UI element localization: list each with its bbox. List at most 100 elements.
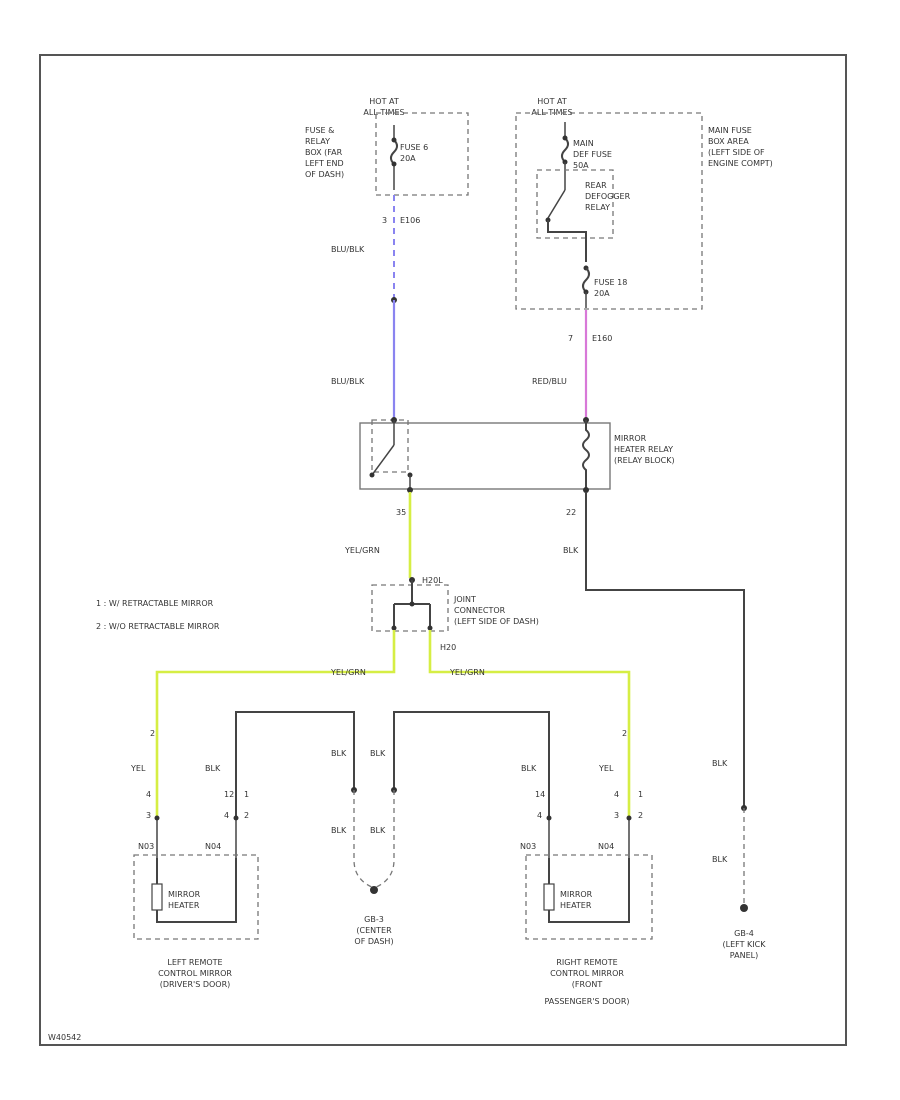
fuse-box-left-2: RELAY xyxy=(305,137,330,146)
joint-connector-1: JOINT xyxy=(453,595,476,604)
main-fuse-box-4: ENGINE COMPT) xyxy=(708,159,773,168)
wire-blk-label-right: BLK xyxy=(521,764,537,773)
pin-left-6: 2 xyxy=(244,811,249,820)
pin-7-label: 7 xyxy=(568,334,573,343)
pin-left-3: 12 xyxy=(224,790,234,799)
fuse-box-left-4: LEFT END xyxy=(305,159,344,168)
ground-center-2: (CENTER xyxy=(356,926,392,935)
hot-label-left-1: HOT AT xyxy=(369,97,399,106)
pin-left-yel: 2 xyxy=(150,729,155,738)
left-mirror-3: (DRIVER'S DOOR) xyxy=(160,980,231,989)
pin-left-5: 1 xyxy=(244,790,249,799)
relay-label-2: HEATER RELAY xyxy=(614,445,673,454)
fuse-box-left-1: FUSE & xyxy=(305,126,334,135)
pin-left-2: 3 xyxy=(146,811,151,820)
wire-yel-grn-left-label: YEL/GRN xyxy=(330,668,366,677)
connector-e106-label: E106 xyxy=(400,216,420,225)
ground-splice-center xyxy=(353,790,395,889)
fuse-relay-box-left xyxy=(375,112,469,196)
fuse-left-2: 20A xyxy=(400,154,416,163)
wire-blk-ground-right xyxy=(585,492,745,808)
ground-gb4 xyxy=(740,904,748,912)
defogger-relay-switch xyxy=(547,189,566,219)
ground-gb3 xyxy=(370,886,378,894)
defogger-relay-2: DEFOGGER xyxy=(585,192,631,201)
relay-coil xyxy=(582,420,590,488)
left-heater-1: MIRROR xyxy=(168,890,201,899)
main-def-fuse-symbol xyxy=(561,137,569,163)
wire-red-blu-label: RED/BLU xyxy=(532,377,567,386)
ground-right-3: PANEL) xyxy=(730,951,758,960)
ground-right-2: (LEFT KICK xyxy=(723,940,767,949)
wire-yel-label-right: YEL xyxy=(598,764,614,773)
wire-yel-grn-right-label: YEL/GRN xyxy=(449,668,485,677)
fuse-box-left-5: OF DASH) xyxy=(305,170,344,179)
wire-blk-right-mirror xyxy=(393,711,550,818)
fuse-18-symbol xyxy=(582,267,590,293)
fuse-box-left-3: BOX (FAR xyxy=(305,148,343,157)
right-mirror-3: (FRONT xyxy=(572,980,603,989)
defogger-relay-1: REAR xyxy=(585,181,607,190)
fuse-right-2: 20A xyxy=(594,289,610,298)
relay-switch xyxy=(371,444,395,476)
left-heater-2: HEATER xyxy=(168,901,200,910)
left-mirror-1: LEFT REMOTE xyxy=(167,958,222,967)
connector-h20-label: H20 xyxy=(440,643,456,652)
fuse-left-1: FUSE 6 xyxy=(400,143,428,152)
pin-right-1: 14 xyxy=(535,790,545,799)
left-mirror-2: CONTROL MIRROR xyxy=(158,969,232,978)
connector-e160-label: E160 xyxy=(592,334,612,343)
right-heater-2: HEATER xyxy=(560,901,592,910)
wire-blk-left-mirror xyxy=(235,711,355,818)
wire-yel-grn-label: YEL/GRN xyxy=(344,546,380,555)
ground-right-1: GB-4 xyxy=(734,929,754,938)
fuse-right-1: FUSE 18 xyxy=(594,278,627,287)
rear-defogger-relay-box xyxy=(536,169,614,239)
left-mirror-box xyxy=(133,854,259,940)
main-fuse-box-3: (LEFT SIDE OF xyxy=(708,148,765,157)
hot-label-left-2: ALL TIMES xyxy=(363,108,404,117)
ground-center-3: OF DASH) xyxy=(354,937,393,946)
relay-pin-22: 22 xyxy=(566,508,576,517)
relay-label-3: (RELAY BLOCK) xyxy=(614,456,675,465)
n04-label-right: N04 xyxy=(598,842,614,851)
main-fuse-2: DEF FUSE xyxy=(573,150,612,159)
wire-blk-label-r2: BLK xyxy=(712,855,728,864)
pin-right-4: 3 xyxy=(614,811,619,820)
pin-right-2: 4 xyxy=(537,811,542,820)
pin-left-4: 4 xyxy=(224,811,229,820)
wire-blk-label-c4: BLK xyxy=(370,826,386,835)
wire-yel-grn-right xyxy=(428,630,631,818)
main-fuse-3: 50A xyxy=(573,161,589,170)
ground-center-1: GB-3 xyxy=(364,915,384,924)
joint-connector-2: CONNECTOR xyxy=(454,606,506,615)
wire-blu-blk-label-2: BLU/BLK xyxy=(331,377,365,386)
note-2: 2 : W/O RETRACTABLE MIRROR xyxy=(96,622,220,631)
joint-connector-box xyxy=(371,584,449,632)
wire-yel-grn-left xyxy=(155,630,396,818)
main-fuse-box-2: BOX AREA xyxy=(708,137,749,146)
right-heater-1: MIRROR xyxy=(560,890,593,899)
wire-yel-label-left: YEL xyxy=(130,764,146,773)
mirror-heater-relay-block xyxy=(359,422,611,490)
diagram-id: W40542 xyxy=(48,1033,81,1042)
joint-connector-3: (LEFT SIDE OF DASH) xyxy=(454,617,539,626)
right-mirror-1: RIGHT REMOTE xyxy=(556,958,617,967)
pin-left-1: 4 xyxy=(146,790,151,799)
pin-right-6: 2 xyxy=(638,811,643,820)
wire-blk-label-left: BLK xyxy=(205,764,221,773)
right-mirror-4: PASSENGER'S DOOR) xyxy=(544,997,629,1006)
hot-label-right-1: HOT AT xyxy=(537,97,567,106)
diagram-frame xyxy=(39,54,847,1046)
relay-pin-35: 35 xyxy=(396,508,406,517)
right-mirror-box xyxy=(525,854,653,940)
fuse-6-symbol xyxy=(390,139,398,165)
n03-label-right: N03 xyxy=(520,842,536,851)
defogger-relay-3: RELAY xyxy=(585,203,610,212)
wire-blk-label-c3: BLK xyxy=(331,826,347,835)
pin-right-yel: 2 xyxy=(622,729,627,738)
wire-blk-label-c2: BLK xyxy=(370,749,386,758)
main-fuse-box xyxy=(515,112,703,310)
pin-right-3: 4 xyxy=(614,790,619,799)
